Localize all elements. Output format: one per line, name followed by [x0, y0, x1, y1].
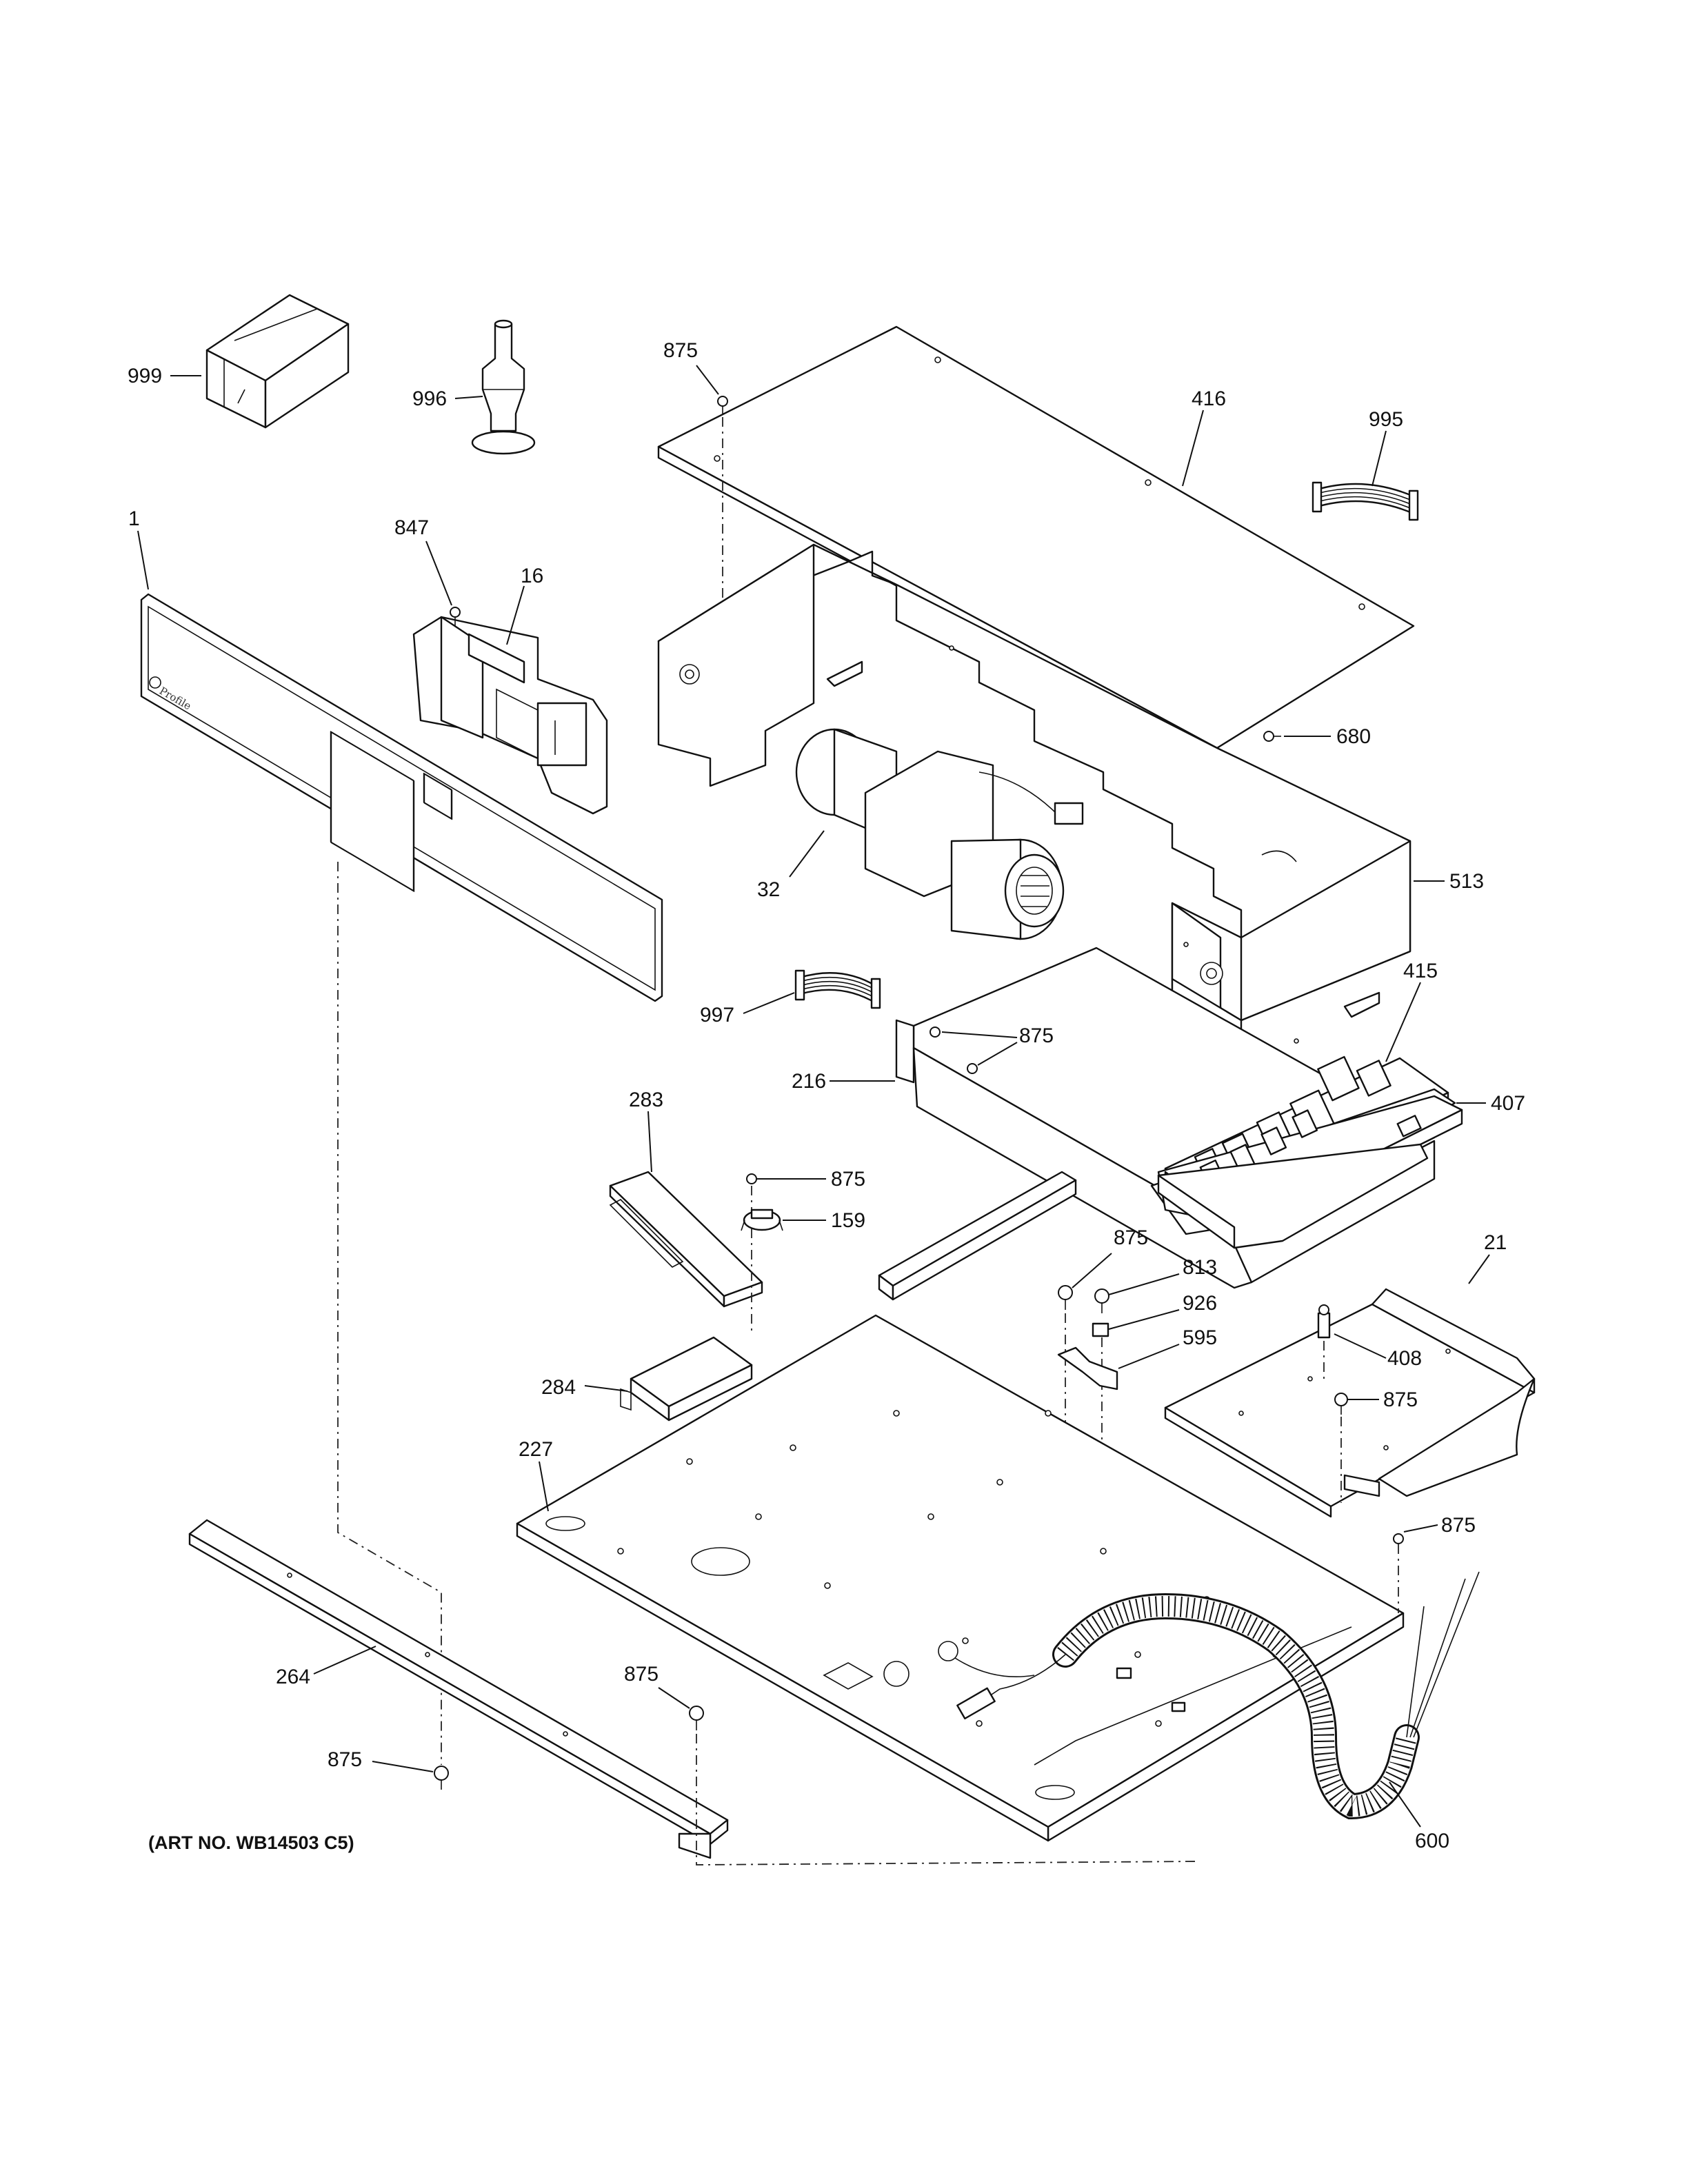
callout-995: 995	[1369, 408, 1403, 431]
part-21-cover	[1164, 1288, 1536, 1518]
part-407-control-board	[1150, 1088, 1463, 1249]
leader-847	[425, 540, 452, 606]
screw-847	[450, 607, 461, 626]
art-number: (ART NO. WB14503 C5)	[148, 1832, 354, 1853]
callout-847: 847	[394, 516, 429, 539]
part-595-bracket	[1057, 1346, 1118, 1391]
callout-16: 16	[521, 565, 543, 587]
callout-999: 999	[128, 365, 162, 387]
part-159-thermostat	[741, 1209, 783, 1231]
part-999-box	[205, 294, 350, 429]
leader-283	[647, 1111, 652, 1173]
part-264-rail	[188, 1519, 729, 1859]
screw-680	[1263, 731, 1281, 742]
screw-875-right	[1393, 1533, 1404, 1544]
screw-875-216b	[967, 1063, 978, 1074]
leader-408	[1334, 1333, 1387, 1359]
leader-875-216a	[941, 1031, 1018, 1038]
screw-875-top	[717, 396, 728, 414]
callout-926: 926	[1183, 1292, 1217, 1315]
leader-875-left	[372, 1761, 434, 1772]
leader-595	[1118, 1344, 1180, 1369]
callout-227: 227	[519, 1438, 553, 1461]
part-997-harness	[794, 969, 881, 1009]
leader-415	[1385, 982, 1421, 1062]
part-996-leg	[471, 319, 536, 455]
callout-875-159: 875	[831, 1168, 865, 1191]
screw-875-21	[1334, 1393, 1348, 1415]
leader-997	[743, 992, 795, 1014]
leader-416	[1182, 410, 1204, 487]
screw-875-813	[1058, 1285, 1073, 1310]
leader-926	[1108, 1309, 1180, 1330]
callout-21: 21	[1484, 1231, 1507, 1254]
part-283-bracket	[609, 1171, 763, 1308]
callout-407: 407	[1491, 1092, 1525, 1115]
leader-284	[584, 1385, 628, 1392]
leader-813	[1108, 1273, 1180, 1295]
callout-875-813: 875	[1114, 1226, 1148, 1249]
part-1-control-panel: Profile	[140, 593, 663, 1002]
leader-996	[454, 396, 483, 399]
leader-875-top	[696, 365, 719, 395]
leader-21	[1468, 1254, 1490, 1284]
part-408-sensor	[1317, 1304, 1331, 1339]
callout-997: 997	[700, 1004, 734, 1027]
callout-264: 264	[276, 1666, 310, 1688]
part-284-bracket	[620, 1336, 753, 1422]
callout-875-top: 875	[663, 339, 698, 362]
screw-875-159	[746, 1173, 757, 1184]
leader-264	[313, 1646, 376, 1675]
callout-595: 595	[1183, 1326, 1217, 1349]
leader-875-bottom	[658, 1687, 690, 1709]
callout-875-right: 875	[1441, 1514, 1476, 1537]
callout-1: 1	[128, 507, 140, 530]
callout-415: 415	[1403, 960, 1438, 982]
callout-284: 284	[541, 1376, 576, 1399]
leader-1	[137, 530, 149, 590]
leader-32	[789, 830, 825, 878]
leader-600	[1389, 1781, 1421, 1828]
callout-408: 408	[1387, 1347, 1422, 1370]
leader-227	[539, 1461, 549, 1512]
part-16-control-assembly	[412, 616, 608, 815]
leader-16	[506, 585, 525, 645]
part-rail	[878, 1171, 1077, 1301]
screw-875-bottom	[689, 1706, 704, 1730]
callout-875-bottom: 875	[624, 1663, 659, 1686]
part-995-harness	[1312, 481, 1419, 521]
part-32-blower	[795, 728, 1084, 940]
callout-159: 159	[831, 1209, 865, 1232]
callout-680: 680	[1336, 725, 1371, 748]
screw-813	[1094, 1288, 1109, 1313]
leader-875-216b	[977, 1042, 1018, 1066]
callout-283: 283	[629, 1089, 663, 1111]
callout-600: 600	[1415, 1830, 1449, 1852]
callout-875-21: 875	[1383, 1388, 1418, 1411]
callout-813: 813	[1183, 1256, 1217, 1279]
callout-875-216: 875	[1019, 1024, 1054, 1047]
callout-216: 216	[792, 1070, 826, 1093]
callout-513: 513	[1449, 870, 1484, 893]
leader-995	[1372, 430, 1387, 487]
screw-875-216a	[930, 1027, 941, 1038]
callout-416: 416	[1192, 387, 1226, 410]
part-600-conduit	[938, 1571, 1480, 1820]
callout-996: 996	[412, 387, 447, 410]
part-926-clip	[1092, 1322, 1109, 1337]
screw-875-left	[434, 1766, 449, 1790]
leader-875-right	[1403, 1524, 1438, 1533]
callout-32: 32	[757, 878, 780, 901]
callout-875-left: 875	[328, 1748, 362, 1771]
leader-875-813	[1072, 1253, 1112, 1288]
